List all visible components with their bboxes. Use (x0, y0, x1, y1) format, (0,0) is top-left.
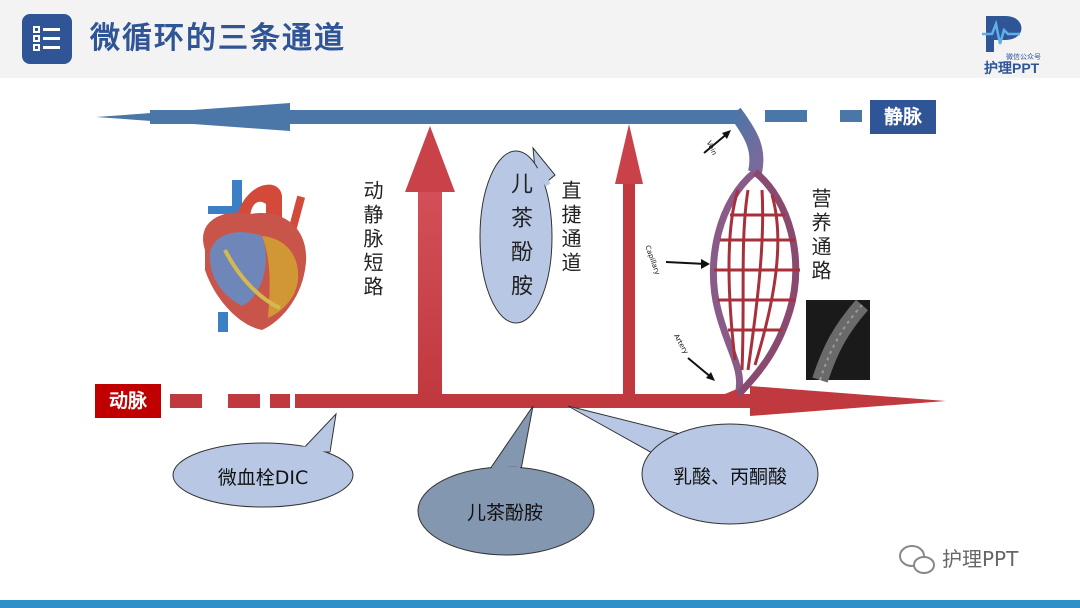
acid-bubble-shape (567, 405, 819, 525)
catecholamine-top-text: 儿茶酚胺 (507, 172, 532, 308)
watermark-text: 护理PPT (942, 547, 1019, 571)
list-menu-icon[interactable] (22, 14, 72, 64)
wechat-icon (899, 545, 935, 574)
capillary-network (665, 107, 800, 406)
logo-subtitle: 微信公众号 (1006, 53, 1041, 61)
vein-arrow (96, 103, 862, 131)
av-shunt-arrow (405, 126, 455, 396)
page-title: 微循环的三条通道 (90, 21, 346, 56)
acid-bubble-text: 乳酸、丙酮酸 (672, 466, 787, 488)
catecholamine-bottom-bubble-shape (417, 405, 595, 556)
artery-arrow (170, 386, 946, 416)
direct-channel-arrow (615, 124, 643, 396)
dic-bubble-shape (172, 412, 354, 508)
header-bar: 微循环的三条通道 微信公众号 护理PPT (0, 0, 1080, 78)
nutrient-channel-label: 营养通路 (808, 188, 832, 284)
microscope-image (806, 299, 870, 383)
av-shunt-label: 动静脉短路 (360, 180, 384, 300)
catecholamine-top-bubble-shape (479, 146, 556, 324)
bottom-accent-bar (0, 600, 1080, 608)
heart-illustration (203, 180, 307, 332)
logo-text: 护理PPT (984, 60, 1040, 76)
brand-logo (980, 14, 1052, 76)
direct-channel-label: 直捷通道 (558, 180, 582, 276)
dic-bubble-text: 微血栓DIC (217, 467, 309, 489)
artery-label: 动脉 (95, 384, 161, 418)
catecholamine-bottom-text: 儿茶酚胺 (466, 502, 543, 524)
vein-label: 静脉 (870, 100, 936, 134)
